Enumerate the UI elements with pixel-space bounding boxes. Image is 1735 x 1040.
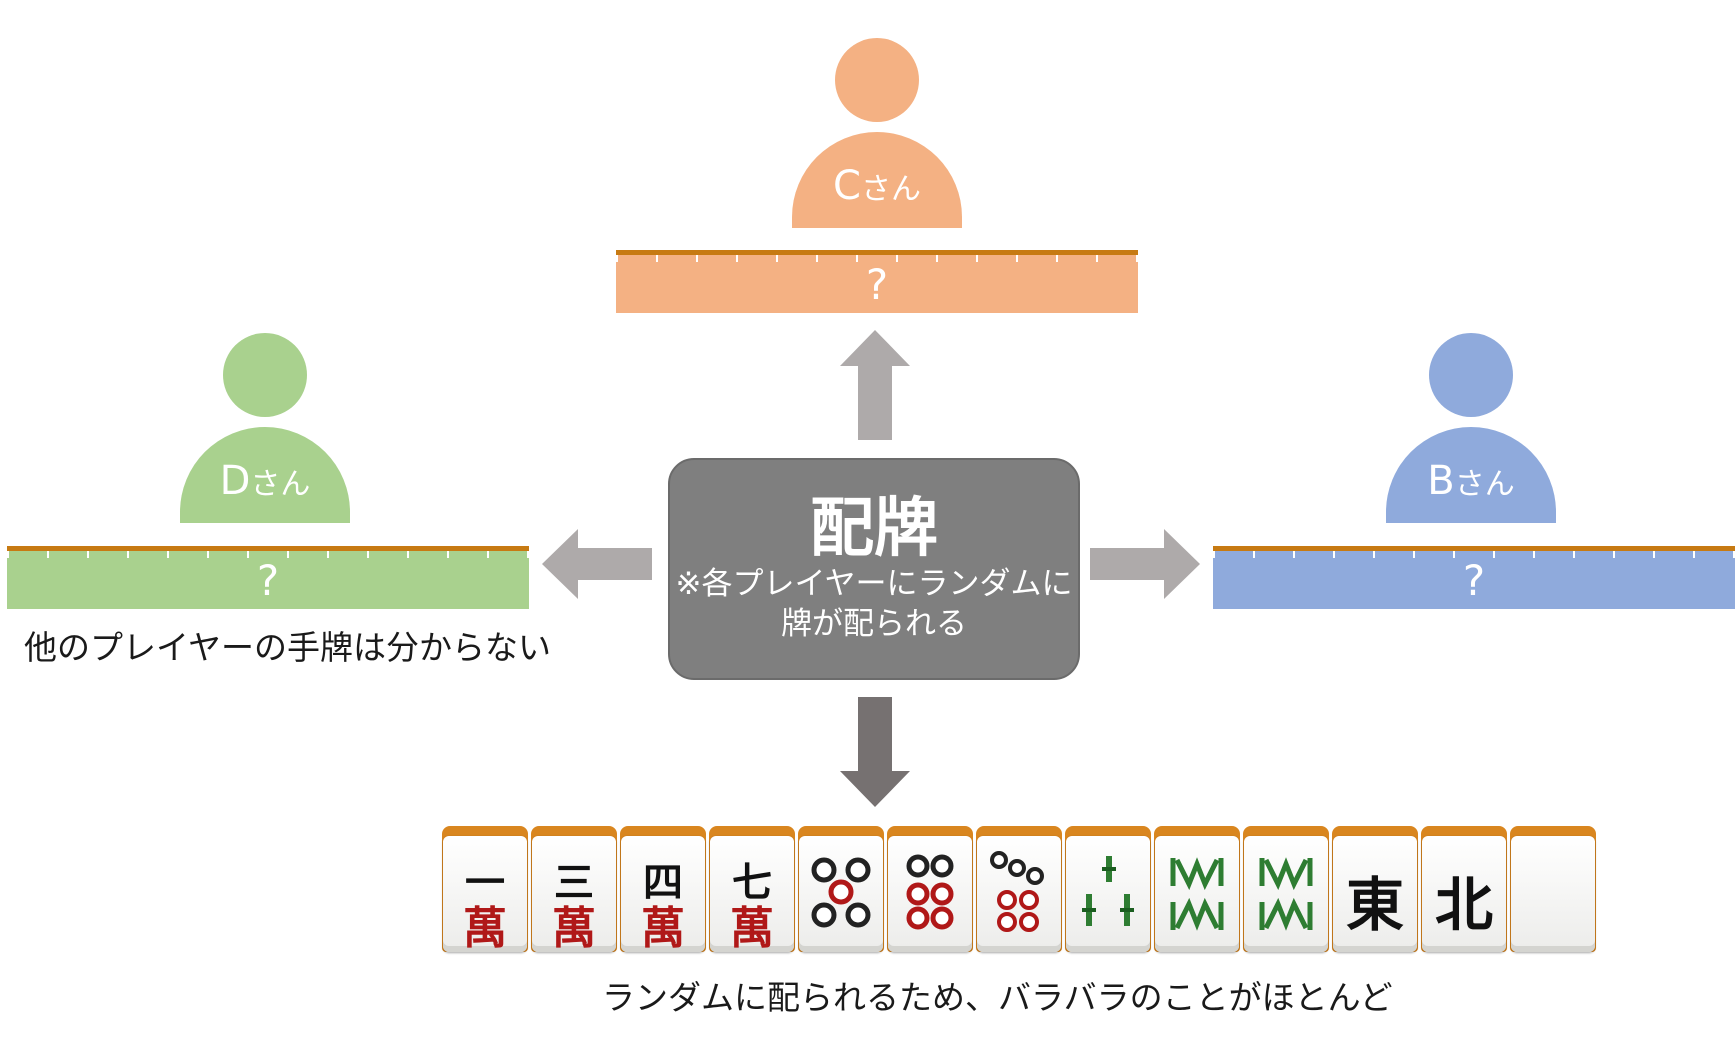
player-d: Dさん [180,333,350,523]
six-pin-dots-icon [906,854,954,930]
arrow-down-icon [840,697,910,807]
tile-3-man-suit: 萬 [552,903,596,954]
player-c-head [835,38,919,122]
four-sou-bamboo-icon [1082,856,1134,926]
seven-pin-dots-icon [990,851,1044,932]
hidden-hand-caption: 他のプレイヤーの手牌は分からない [24,628,552,667]
haipai-box: 配牌 ※各プレイヤーにランダムに 牌が配られる [668,458,1080,680]
tile-north: 北 [1421,826,1507,952]
tile-7-man: 七 萬 [709,826,795,954]
eight-sou-bamboo-icon [1259,857,1313,931]
tile-3-man-number: 三 [554,859,594,906]
tile-3-man: 三 萬 [531,826,617,954]
tile-7-man-suit: 萬 [730,903,774,954]
random-hand-caption: ランダムに配られるため、バラバラのことがほとんど [602,978,1393,1017]
eight-sou-bamboo-icon [1170,857,1224,931]
player-b-label: Bさん [1427,458,1515,504]
arrow-up-icon [840,330,910,440]
haipai-title: 配牌 [810,492,938,566]
tile-4-sou [1065,826,1151,952]
haipai-note-line2: 牌が配られる [781,606,967,642]
tile-1-man-suit: 萬 [463,903,507,954]
tile-4-man: 四 萬 [620,826,706,954]
tile-north-glyph: 北 [1434,871,1493,939]
tile-7-man-number: 七 [732,859,772,906]
tile-7-pin [976,826,1062,952]
tile-east-glyph: 東 [1345,871,1404,939]
player-d-head [223,333,307,417]
tile-1-man: 一 萬 [442,826,528,954]
player-d-label: Dさん [219,458,311,504]
tile-5-pin [798,826,884,952]
player-d-hand-unknown: ? [256,556,280,605]
tile-8-sou [1154,826,1240,952]
five-pin-dots-icon [811,857,871,928]
player-d-hidden-hand: ? [7,546,529,609]
own-hand: 一 萬 三 萬 四 萬 七 萬 [442,826,1597,954]
tile-6-pin [887,826,973,952]
tile-1-man-number: 一 [465,859,505,906]
player-b-head [1429,333,1513,417]
player-b-hand-unknown: ? [1462,556,1486,605]
arrow-right-icon [1090,529,1200,599]
arrow-left-icon [542,529,652,599]
tile-8-sou [1243,826,1329,952]
player-c-hidden-hand: ? [616,250,1138,313]
player-c-hand-unknown: ? [865,260,889,309]
player-c-label: Cさん [833,163,921,209]
player-b: Bさん [1386,333,1556,523]
tile-4-man-suit: 萬 [641,903,685,954]
tile-4-man-number: 四 [643,859,683,906]
player-c: Cさん [792,38,962,228]
player-b-hidden-hand: ? [1213,546,1735,609]
haipai-note-line1: ※各プレイヤーにランダムに [675,566,1073,602]
tile-east: 東 [1332,826,1418,952]
tile-white-dragon [1510,826,1596,952]
